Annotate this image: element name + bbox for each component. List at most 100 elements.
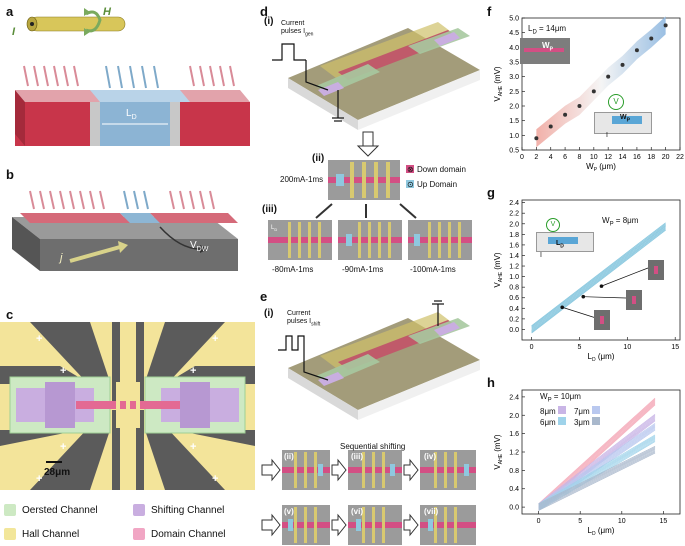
y-tick-label: 2.4: [509, 200, 519, 207]
panel-label-d: d: [260, 4, 268, 19]
d-iii-condition-1: -80mA-1ms: [272, 265, 314, 274]
y-tick-label: 2.2: [509, 211, 519, 218]
e-step-vii: (vii): [424, 507, 439, 516]
y-tick-label: 0.6: [509, 295, 519, 302]
series-trace: [538, 449, 656, 508]
g-inset-device: V LD I: [534, 218, 598, 259]
g-annotation: WP = 8μm: [602, 216, 639, 228]
y-axis-label: VAHE (mV): [493, 66, 504, 102]
data-trace: [531, 226, 666, 330]
down-domain-label: Down domain: [417, 165, 466, 174]
x-tick-label: 2: [534, 154, 538, 161]
g-micrograph-marker: [654, 266, 658, 274]
micrograph-iii: [268, 220, 472, 260]
series-trace: [538, 397, 656, 505]
device-chip-d: [288, 22, 480, 130]
up-domain-label: Up Domain: [417, 180, 458, 189]
y-tick-label: 1.6: [509, 431, 519, 438]
legend-swatch: [557, 416, 566, 425]
series-trace: [538, 438, 656, 509]
x-tick-label: 15: [659, 518, 667, 525]
x-tick-label: 16: [633, 154, 641, 161]
confidence-band: [536, 16, 666, 148]
e-step-iii: (iii): [351, 452, 363, 461]
e-title: Sequential shifting: [340, 442, 406, 451]
y-tick-label: 1.0: [509, 133, 519, 140]
y-axis-label: VAHE (mV): [493, 434, 504, 470]
panel-label-b: b: [6, 167, 14, 182]
data-trace: [531, 228, 666, 333]
data-point: [591, 89, 596, 94]
spin-arrows-b: [29, 190, 215, 210]
current-label: j: [60, 252, 63, 264]
plot-frame: [521, 199, 681, 341]
marker-line: [562, 306, 597, 319]
series-trace: [538, 398, 656, 506]
data-trace: [531, 223, 666, 328]
panel-d-illustration: ⊗ ⊙: [268, 22, 480, 260]
d-iii-condition-2: -90mA-1ms: [342, 265, 384, 274]
current-wire: [26, 16, 126, 32]
shift-steps: [261, 450, 476, 545]
svg-text:+: +: [60, 441, 66, 453]
y-tick-label: 2.4: [509, 394, 519, 401]
legend-domain: Domain Channel: [133, 528, 226, 540]
g-micrograph-3: [594, 310, 610, 330]
y-tick-label: 5.0: [509, 16, 519, 23]
h-legend-6um: 6μm: [540, 416, 566, 428]
y-tick-label: 0.8: [509, 285, 519, 292]
svg-text:+: +: [212, 333, 218, 345]
y-tick-label: 1.6: [509, 242, 519, 249]
x-tick-label: 14: [619, 154, 627, 161]
marker-line: [601, 267, 649, 287]
panel-label-f: f: [487, 4, 492, 19]
g-micrograph-2: [626, 290, 642, 310]
svg-text:+: +: [212, 473, 218, 485]
data-point: [620, 62, 625, 67]
svg-text:+: +: [60, 365, 66, 377]
legend-swatch: [133, 528, 145, 540]
legend-shifting: Shifting Channel: [133, 504, 224, 516]
voltmeter-icon: V: [546, 218, 560, 232]
data-point: [534, 136, 539, 141]
oersted-field-arrow: [84, 8, 102, 36]
data-trace: [531, 229, 666, 334]
current-arrow: [69, 241, 128, 263]
alignment-marks: ++ ++ ++ ++: [36, 333, 218, 485]
y-tick-label: 4.0: [509, 45, 519, 52]
f-inset-image: WP: [520, 38, 570, 64]
f-inset-stripe: [524, 48, 564, 52]
y-tick-label: 0.4: [509, 306, 519, 313]
d-iii-condition-3: -100mA-1ms: [410, 265, 456, 274]
data-trace: [531, 222, 666, 327]
x-tick-label: 10: [618, 518, 626, 525]
legend-swatch: [4, 528, 16, 540]
h-legend-8um: 8μm: [540, 405, 566, 417]
y-tick-label: 0.4: [509, 486, 519, 493]
down-arrow-d: [356, 131, 380, 157]
svg-text:+: +: [36, 473, 42, 485]
d-sub-i: (i): [264, 16, 274, 27]
series-trace: [538, 451, 656, 510]
marker-point: [599, 284, 604, 288]
y-tick-label: 1.2: [509, 450, 519, 457]
x-axis-label: LD (μm): [588, 352, 615, 363]
hall-bars: [116, 382, 140, 428]
y-tick-label: 2.0: [509, 104, 519, 111]
panel-label-h: h: [487, 375, 495, 390]
series-trace: [538, 423, 656, 505]
legend-swatch: [133, 504, 145, 516]
data-point: [649, 36, 654, 41]
f-inset-channel: [612, 116, 642, 124]
x-axis-label: WP (μm): [586, 162, 616, 173]
data-point: [548, 124, 553, 129]
panel-label-e: e: [260, 289, 268, 304]
e-step-v: (v): [284, 507, 294, 516]
y-tick-label: 4.5: [509, 30, 519, 37]
panel-label-g: g: [487, 185, 495, 200]
data-trace: [531, 224, 666, 329]
dw-device: [12, 213, 238, 271]
panel-label-c: c: [6, 307, 14, 322]
